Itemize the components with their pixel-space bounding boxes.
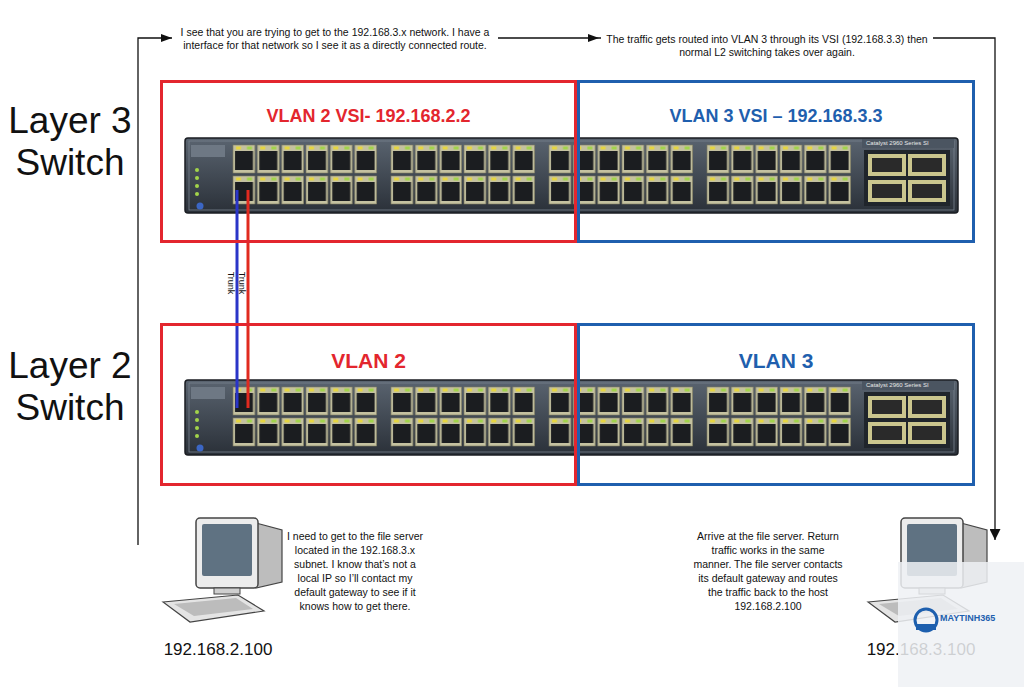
- keyboard-keys: [174, 598, 253, 616]
- logo-plate: [191, 145, 225, 157]
- callout-note: I see that you are trying to get to the …: [172, 26, 498, 51]
- vlan-box: VLAN 3 VSI – 192.168.3.3: [577, 80, 975, 243]
- switch-body: [185, 138, 958, 213]
- monitor-stand: [214, 588, 240, 594]
- host-node: 192.168.3.100: [858, 540, 998, 665]
- port-group: [232, 144, 378, 206]
- trunk-cable: [247, 190, 250, 242]
- link-label: Trunk: [237, 272, 247, 295]
- sfp-slot: [868, 154, 906, 176]
- traffic-flow-arrow: [138, 38, 995, 545]
- pc-icon: [163, 518, 282, 622]
- ip-address: 192.168.2.100: [138, 639, 298, 661]
- model-name: Catalyst 2960 Series SI: [866, 382, 956, 389]
- vlan-title: VLAN 3: [580, 348, 972, 374]
- vlan-title: VLAN 2: [163, 348, 574, 374]
- sfp-socket: [912, 184, 942, 198]
- watermark-logo: [916, 624, 936, 630]
- monitor-screen: [202, 524, 252, 576]
- flow-arrowhead: [161, 34, 172, 42]
- callout-note: The traffic gets routed into VLAN 3 thro…: [601, 33, 933, 58]
- trunk-cable: [236, 323, 239, 408]
- switch-chassis: [185, 138, 958, 213]
- watermark-panel: [898, 562, 1024, 687]
- sfp-slot: [868, 180, 906, 202]
- sfp-socket: [912, 158, 942, 172]
- watermark-logo: [915, 609, 937, 631]
- link-label: Trunk: [226, 272, 236, 295]
- trunk-cable: [236, 190, 239, 242]
- status-led: [195, 176, 199, 180]
- vlan-box: VLAN 2 VSI- 192.168.2.2: [160, 80, 577, 243]
- port-group: [548, 144, 694, 206]
- switch-face: [189, 141, 954, 210]
- sfp-slot: [908, 154, 946, 176]
- sfp-socket: [872, 158, 902, 172]
- vlan-title: VLAN 3 VSI – 192.168.3.3: [580, 105, 972, 128]
- monitor-back: [256, 523, 282, 588]
- monitor-front: [196, 518, 258, 588]
- callout-note: Arrive at the file server. Return traffi…: [693, 529, 843, 613]
- layer-heading: Layer 3 Switch: [2, 100, 138, 184]
- host-node: 192.168.2.100: [138, 515, 298, 665]
- keyboard: [163, 595, 264, 622]
- port-group: [706, 144, 852, 206]
- vlan-box: VLAN 2: [160, 323, 577, 486]
- sfp-socket: [872, 184, 902, 198]
- port-group: [390, 144, 536, 206]
- flow-arrowhead: [588, 34, 599, 42]
- sfp-block: [864, 150, 950, 206]
- status-led: [195, 192, 199, 196]
- layer-heading: Layer 2 Switch: [2, 345, 138, 429]
- vlan-box: VLAN 3: [577, 323, 975, 486]
- model-name: Catalyst 2960 Series SI: [866, 140, 956, 147]
- vlan-title: VLAN 2 VSI- 192.168.2.2: [163, 105, 574, 128]
- status-led: [195, 184, 199, 188]
- ip-address: 192.168.3.100: [858, 639, 984, 661]
- watermark: MAYTINH365: [940, 613, 1020, 624]
- status-led: [195, 168, 199, 172]
- callout-note: I need to get to the file server located…: [284, 529, 426, 613]
- sfp-slot: [908, 180, 946, 202]
- mode-button: [197, 203, 204, 210]
- trunk-cable: [247, 323, 250, 408]
- switch-chassis: [185, 380, 958, 455]
- pc-icon: [868, 518, 987, 622]
